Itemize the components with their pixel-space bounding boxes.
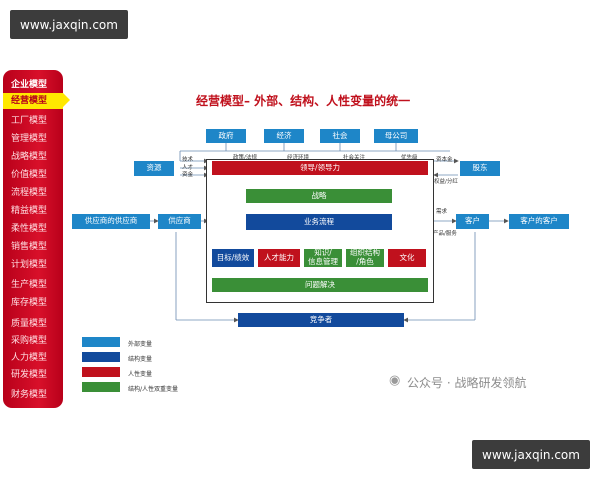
sidebar-item[interactable]: 战略模型	[11, 152, 48, 162]
customer-of-customer-box: 客户的客户	[509, 214, 569, 229]
sidebar-item[interactable]: 采购模型	[11, 336, 48, 346]
supplier-box: 供应商	[158, 214, 201, 229]
sidebar-item[interactable]: 计划模型	[11, 260, 48, 270]
business-process-box: 业务流程	[246, 214, 392, 230]
wechat-caption: 公众号 · 战略研发领航	[407, 376, 527, 390]
talent-ability-box: 人才能力	[258, 249, 300, 267]
watermark-bottom: www.jaxqin.com	[472, 440, 590, 469]
competitor-box: 竞争者	[238, 313, 404, 327]
legend-label: 人性变量	[128, 371, 153, 378]
sidebar-item[interactable]: 质量模型	[11, 319, 48, 329]
sidebar-item[interactable]: 财务模型	[11, 390, 48, 400]
legend-swatch-dual	[82, 382, 120, 392]
sidebar-item-active[interactable]: 经营模型	[3, 93, 63, 109]
resource-box: 资源	[134, 161, 174, 176]
culture-box: 文化	[388, 249, 426, 267]
label-priority: 优先级	[401, 155, 418, 161]
label-dividend: 权益/分红	[434, 179, 458, 185]
sidebar-item[interactable]: 销售模型	[11, 242, 48, 252]
model-sidebar: 企业模型 经营模型 工厂模型 管理模型 战略模型 价值模型 流程模型 精益模型 …	[3, 70, 63, 408]
sidebar-item[interactable]: 精益模型	[11, 206, 48, 216]
society-box: 社会	[320, 129, 360, 143]
knowledge-info-box: 知识/ 信息管理	[304, 249, 342, 267]
legend-label: 结构变量	[128, 356, 153, 363]
diagram-title: 经营模型– 外部、结构、人性变量的统一	[196, 94, 411, 108]
label-economic-env: 经济环境	[287, 155, 310, 161]
label-demand: 需求	[436, 209, 448, 215]
wechat-icon: ◉	[389, 373, 401, 388]
label-products: 产品/服务	[433, 231, 457, 237]
leadership-box: 领导/领导力	[212, 161, 428, 175]
sidebar-item[interactable]: 研发模型	[11, 370, 48, 380]
legend-swatch-external	[82, 337, 120, 347]
active-pointer-icon	[63, 93, 70, 107]
watermark-top: www.jaxqin.com	[10, 10, 128, 39]
label-tech: 技术	[182, 157, 194, 163]
economy-box: 经济	[264, 129, 304, 143]
label-equity: 资本金	[436, 157, 453, 163]
customer-box: 客户	[456, 214, 489, 229]
supplier-of-supplier-box: 供应商的供应商	[72, 214, 150, 229]
sidebar-header: 企业模型	[11, 80, 48, 90]
sidebar-item[interactable]: 价值模型	[11, 170, 48, 180]
legend-swatch-structural	[82, 352, 120, 362]
label-capital: 资金	[182, 172, 194, 178]
legend-label: 外部变量	[128, 341, 153, 348]
sidebar-item[interactable]: 管理模型	[11, 134, 48, 144]
label-social: 社会关注	[343, 155, 366, 161]
sidebar-item[interactable]: 流程模型	[11, 188, 48, 198]
sidebar-item[interactable]: 人力模型	[11, 353, 48, 363]
legend-label: 结构/人性双重变量	[128, 386, 179, 393]
sidebar-item[interactable]: 库存模型	[11, 298, 48, 308]
sidebar-item[interactable]: 柔性模型	[11, 224, 48, 234]
problem-solving-box: 问题解决	[212, 278, 428, 292]
strategy-box: 战略	[246, 189, 392, 203]
government-box: 政府	[206, 129, 246, 143]
goals-performance-box: 目标/绩效	[212, 249, 254, 267]
label-policy: 政策/法规	[233, 155, 257, 161]
label-talent: 人才	[182, 165, 194, 171]
org-structure-box: 组织结构 /角色	[346, 249, 384, 267]
shareholder-box: 股东	[460, 161, 500, 176]
legend-swatch-human	[82, 367, 120, 377]
parent-company-box: 母公司	[374, 129, 418, 143]
sidebar-item[interactable]: 工厂模型	[11, 116, 48, 126]
sidebar-item[interactable]: 生产模型	[11, 280, 48, 290]
